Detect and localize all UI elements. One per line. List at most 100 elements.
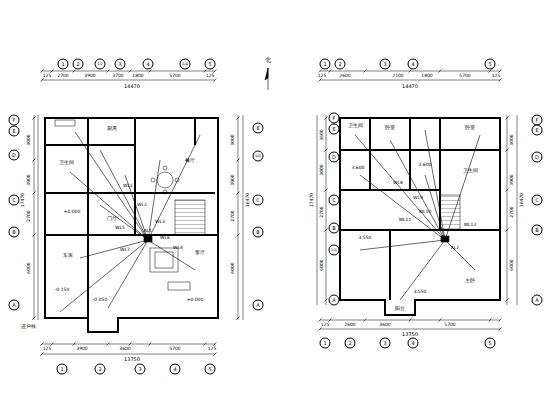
axis-bubble: C bbox=[9, 195, 20, 206]
drawing-label: 北 bbox=[265, 57, 272, 63]
drawing-label: 阳台 bbox=[395, 306, 406, 311]
dimension-tick bbox=[33, 234, 36, 237]
axis-bubble: C bbox=[532, 195, 543, 206]
axis-bubble: A bbox=[253, 300, 264, 311]
axis-bubble: C bbox=[253, 195, 264, 206]
dimension-tick bbox=[237, 159, 240, 162]
axis-bubble: E bbox=[9, 126, 20, 137]
drawing-label: 125 bbox=[42, 73, 52, 78]
dimension-tick bbox=[489, 70, 492, 73]
dimension-tick bbox=[41, 343, 44, 346]
dimension-tick bbox=[107, 70, 110, 73]
axis-bubble: 1/A bbox=[329, 245, 340, 256]
dimension-tick bbox=[41, 70, 44, 73]
dimension-tick bbox=[364, 70, 367, 73]
drawing-label: 125 bbox=[207, 347, 217, 352]
drawing-label: WL1 bbox=[123, 184, 134, 189]
dimension-tick bbox=[214, 343, 217, 346]
axis-bubble: 4 bbox=[170, 364, 181, 375]
drawing-label: 2700 bbox=[231, 210, 236, 222]
axis-bubble: F bbox=[9, 115, 20, 126]
drawing-label: 6000 bbox=[319, 259, 324, 271]
drawing-label: 3900 bbox=[510, 174, 515, 186]
drawing-label: 餐厅 bbox=[185, 158, 196, 163]
dimension-tick bbox=[319, 319, 322, 322]
axis-bubble: B bbox=[9, 227, 20, 238]
drawing-label: 1800 bbox=[132, 73, 144, 78]
axis-bubble: C bbox=[329, 195, 340, 206]
dimension-tick bbox=[329, 319, 332, 322]
dimension-tick bbox=[319, 328, 322, 331]
drawing-label: AL1 bbox=[143, 229, 152, 234]
dimension-tick bbox=[51, 343, 54, 346]
drawing-label: 2700 bbox=[57, 73, 69, 78]
dimension-tick bbox=[506, 299, 509, 302]
dimension-tick bbox=[325, 229, 328, 232]
dimension-tick bbox=[506, 117, 509, 120]
axis-bubble: 3 bbox=[115, 59, 126, 70]
drawing-label: 125 bbox=[320, 322, 330, 327]
axis-bubble: F bbox=[329, 113, 340, 124]
drawing-label: WL6 bbox=[160, 236, 171, 241]
axis-bubble: D bbox=[9, 150, 20, 161]
drawing-label: 5700 bbox=[169, 347, 181, 352]
drawing-label: 卫生间 bbox=[58, 160, 74, 165]
drawing-label: 14470 bbox=[124, 84, 141, 89]
drawing-label: WL2 bbox=[137, 203, 148, 208]
dimension-tick bbox=[329, 70, 332, 73]
axis-bubble: 4 bbox=[408, 59, 419, 70]
dimension-tick bbox=[33, 117, 36, 120]
axis-bubble: 3 bbox=[380, 59, 391, 70]
drawing-label: 3600 bbox=[319, 129, 324, 141]
drawing-label: 125 bbox=[317, 73, 327, 78]
dimension-tick bbox=[499, 79, 502, 82]
dimension-tick bbox=[319, 70, 322, 73]
drawing-label: 3.600 bbox=[351, 166, 365, 171]
drawing-label: 2700 bbox=[319, 206, 324, 218]
drawing-label: 2600 bbox=[339, 73, 351, 78]
north-arrow bbox=[265, 68, 268, 90]
drawing-label: WL3 bbox=[155, 220, 166, 225]
drawing-label: 卧室 bbox=[465, 125, 476, 130]
dimension-tick bbox=[129, 70, 132, 73]
dimension-tick bbox=[214, 70, 217, 73]
drawing-label: 13750 bbox=[124, 357, 141, 362]
dimension-tick bbox=[41, 353, 44, 356]
drawing-label: 6000 bbox=[510, 259, 515, 271]
drawing-label: 13750 bbox=[402, 332, 419, 337]
dimension-tick bbox=[237, 317, 240, 320]
dimension-tick bbox=[204, 343, 207, 346]
dimension-tick bbox=[51, 70, 54, 73]
axis-bubble: 5 bbox=[205, 59, 216, 70]
drawing-label: 16470 bbox=[520, 192, 525, 207]
axis-bubble: 2 bbox=[345, 338, 356, 349]
dimension-tick bbox=[149, 70, 152, 73]
axis-bubble: D bbox=[532, 152, 543, 163]
wiring bbox=[60, 130, 480, 312]
drawing-label: 3.550 bbox=[358, 236, 372, 241]
drawing-label: 3900 bbox=[84, 73, 96, 78]
drawing-label: 3900 bbox=[76, 347, 88, 352]
drawing-label: WL5 bbox=[115, 226, 126, 231]
drawing-label: 125 bbox=[205, 73, 215, 78]
drawing-label: -0.050 bbox=[92, 298, 108, 303]
drawing-label: 主卧 bbox=[465, 278, 476, 283]
drawing-label: 3700 bbox=[112, 73, 124, 78]
drawing-label: -0.150 bbox=[54, 288, 70, 293]
drawing-label: 16470 bbox=[246, 192, 251, 207]
dimension-tick bbox=[506, 189, 509, 192]
drawing-label: 2700 bbox=[510, 206, 515, 218]
axis-bubble: D bbox=[329, 152, 340, 163]
drawing-label: 2600 bbox=[344, 322, 356, 327]
drawing-label: ±0.000 bbox=[186, 298, 204, 303]
dimension-lines bbox=[34, 71, 517, 354]
drawing-label: 3000 bbox=[510, 134, 515, 146]
axis-bubble: 3 bbox=[380, 338, 391, 349]
dimension-tick bbox=[129, 343, 132, 346]
axis-bubble: 1 bbox=[320, 59, 331, 70]
drawing-label: 3000 bbox=[231, 134, 236, 146]
dimension-tick bbox=[325, 189, 328, 192]
axis-bubble: 5 bbox=[485, 59, 496, 70]
dimension-tick bbox=[499, 319, 502, 322]
